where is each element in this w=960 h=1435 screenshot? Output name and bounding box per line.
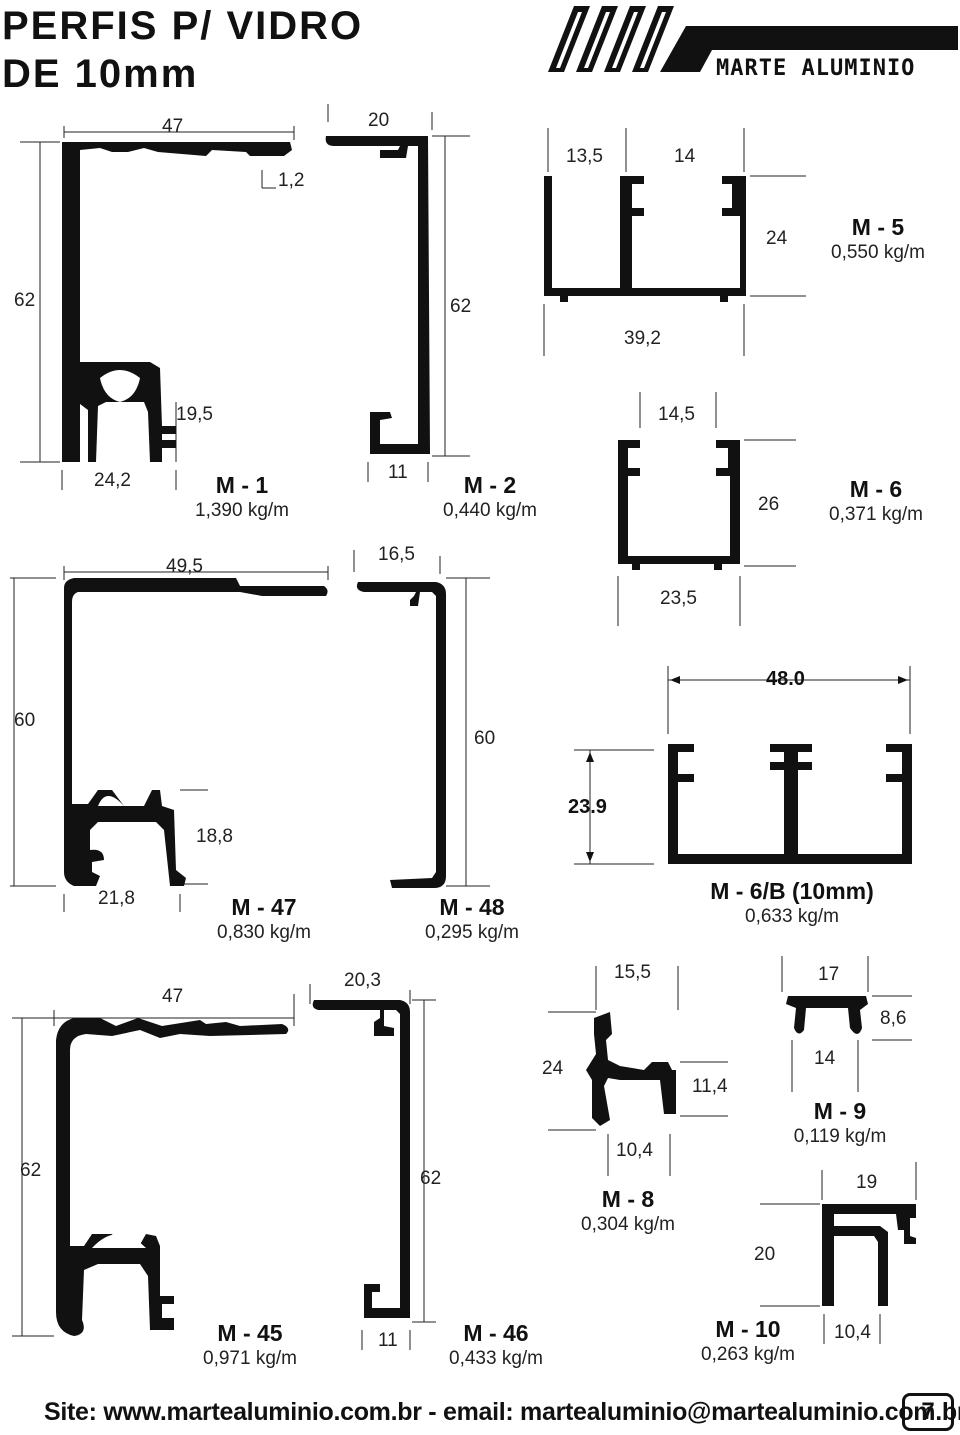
- profile-code-m46: M - 46: [463, 1320, 529, 1346]
- dim-m2-height: 62: [450, 296, 472, 317]
- dim-m8-width: 15,5: [614, 962, 651, 983]
- page-title-line-2: DE 10mm: [2, 52, 199, 96]
- dim-m5-right: 14: [674, 146, 696, 167]
- profile-code-m6: M - 6: [849, 476, 903, 502]
- profile-weight-m47: 0,830 kg/m: [217, 922, 311, 943]
- dim-m1-height: 62: [14, 290, 36, 311]
- profile-weight-m6: 0,371 kg/m: [829, 504, 923, 525]
- profile-code-m9: M - 9: [813, 1098, 867, 1124]
- dim-m1-base: 24,2: [94, 470, 131, 491]
- profile-code-m10: M - 10: [715, 1316, 781, 1342]
- dim-m10-width: 19: [856, 1172, 878, 1193]
- profile-weight-m2: 0,440 kg/m: [443, 500, 537, 521]
- dim-m6b-width: 48.0: [766, 668, 805, 690]
- page-title-line-1: PERFIS P/ VIDRO: [2, 4, 364, 48]
- profile-code-m47: M - 47: [231, 894, 297, 920]
- dim-m6-opening: 14,5: [658, 404, 695, 425]
- profile-code-m1: M - 1: [215, 472, 269, 498]
- profile-code-m6b: M - 6/B (10mm): [710, 878, 874, 904]
- profile-weight-m5: 0,550 kg/m: [831, 242, 925, 263]
- page-title: PERFIS P/ VIDRO DE 10mm: [2, 2, 363, 98]
- dim-m9-width: 17: [818, 964, 840, 985]
- dim-m8-base: 10,4: [616, 1140, 653, 1161]
- dim-m48-width: 16,5: [378, 544, 415, 565]
- dim-m10-base: 10,4: [834, 1322, 871, 1343]
- dim-m9-height: 8,6: [880, 1008, 907, 1029]
- dim-m47-foot-height: 18,8: [196, 826, 233, 847]
- profile-weight-m1: 1,390 kg/m: [195, 500, 289, 521]
- dim-m6-height: 26: [758, 494, 780, 515]
- profile-weight-m6b: 0,633 kg/m: [745, 906, 839, 927]
- dim-m47-width: 49,5: [166, 556, 203, 577]
- profile-weight-m8: 0,304 kg/m: [581, 1214, 675, 1235]
- dim-m10-height: 20: [754, 1244, 776, 1265]
- dim-m2-base: 11: [388, 462, 408, 483]
- profile-code-m45: M - 45: [217, 1320, 283, 1346]
- dim-m45-height: 62: [20, 1160, 42, 1181]
- profile-code-m5: M - 5: [851, 214, 905, 240]
- dim-m46-width: 20,3: [344, 970, 381, 991]
- profile-weight-m10: 0,263 kg/m: [701, 1344, 795, 1365]
- dim-m5-left: 13,5: [566, 146, 603, 167]
- profile-weight-m9: 0,119 kg/m: [793, 1126, 887, 1147]
- dim-m1-width: 47: [162, 116, 184, 137]
- profile-weight-m46: 0,433 kg/m: [449, 1348, 543, 1369]
- brand-name: MARTE ALUMINIO: [716, 56, 916, 81]
- dim-m1-foot-height: 19,5: [176, 404, 213, 425]
- page-number: 7: [902, 1393, 954, 1431]
- dim-m45-width: 47: [162, 986, 184, 1007]
- dim-m5-height: 24: [766, 228, 788, 249]
- dim-m47-height: 60: [14, 710, 36, 731]
- profile-code-m48: M - 48: [439, 894, 505, 920]
- brand-logo: [548, 6, 958, 72]
- dim-m5-width: 39,2: [624, 328, 661, 349]
- dim-m2-width: 20: [368, 110, 390, 131]
- dim-m46-height: 62: [420, 1168, 442, 1189]
- dim-m8-slot: 11,4: [692, 1076, 728, 1097]
- profile-code-m8: M - 8: [601, 1186, 655, 1212]
- dim-m48-height: 60: [474, 728, 496, 749]
- footer-contact: Site: www.martealuminio.com.br - email: …: [44, 1398, 960, 1426]
- dim-m6-width: 23,5: [660, 588, 697, 609]
- profile-weight-m45: 0,971 kg/m: [203, 1348, 297, 1369]
- dim-m8-height: 24: [542, 1058, 564, 1079]
- profile-code-m2: M - 2: [463, 472, 517, 498]
- dim-m47-base: 21,8: [98, 888, 135, 909]
- dim-m46-base: 11: [378, 1330, 398, 1351]
- dim-m1-lip: 1,2: [278, 170, 305, 191]
- dim-m6b-height: 23.9: [568, 796, 607, 818]
- profile-weight-m48: 0,295 kg/m: [425, 922, 519, 943]
- dim-m9-inner: 14: [814, 1048, 836, 1069]
